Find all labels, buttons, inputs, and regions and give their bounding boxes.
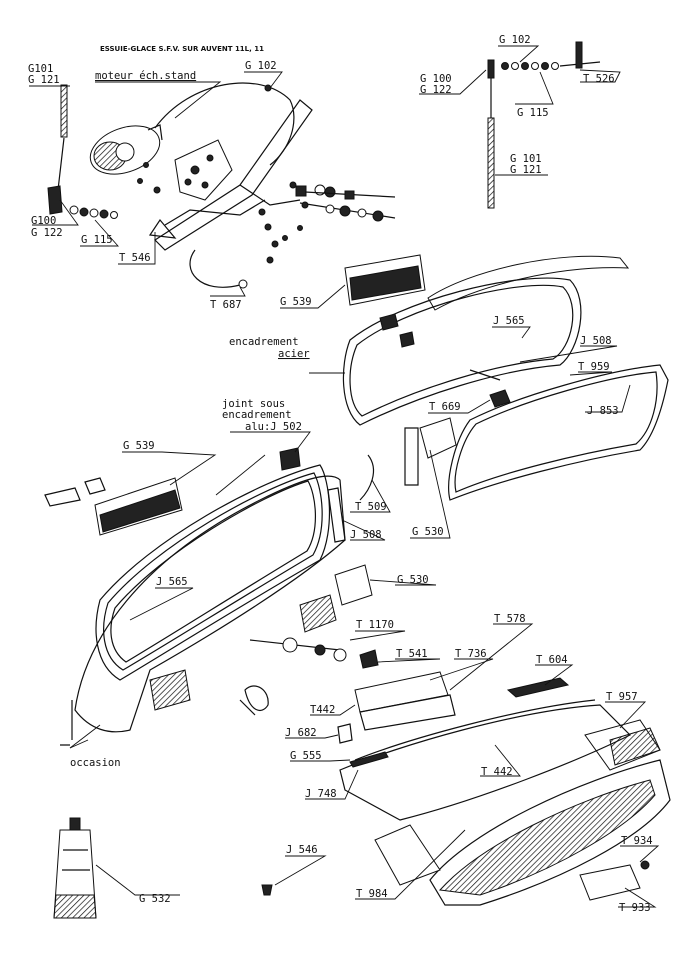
label-g539-mid: G 539	[123, 440, 155, 452]
label-t526: T 526	[583, 73, 615, 85]
label-g539-top: G 539	[280, 296, 312, 308]
label-t541: T 541	[396, 648, 428, 660]
label-g115-l: G 115	[81, 234, 113, 246]
motor-bracket	[174, 139, 233, 201]
label-g102-top: G 102	[245, 60, 277, 72]
label-t442-a: T442	[310, 704, 335, 716]
label-j565-mid: J 565	[156, 576, 188, 588]
motor-cable	[154, 82, 295, 166]
label-j565-top: J 565	[493, 315, 525, 327]
label-j682: J 682	[285, 727, 317, 739]
label-encadrement-1: encadrement	[229, 336, 299, 348]
label-t957: T 957	[606, 691, 638, 703]
label-t1170: T 1170	[356, 619, 394, 631]
wiper-arm-left	[60, 84, 68, 138]
label-g530-mid: G 530	[397, 574, 429, 586]
mirror-g530-right	[419, 417, 457, 459]
label-j546: J 546	[286, 844, 318, 856]
steel-windscreen-group	[280, 254, 669, 539]
label-g122-bl: G 122	[31, 227, 63, 239]
label-j853: J 853	[587, 405, 619, 417]
label-g100-tr: G 100	[420, 73, 452, 85]
screws-small	[137, 162, 303, 264]
label-encadrement-2: acier	[278, 348, 310, 360]
label-joint-3: alu:J 502	[245, 421, 302, 433]
label-g122-tr: G 122	[420, 84, 452, 96]
label-t959: T 959	[578, 361, 610, 373]
label-moteur: moteur éch.stand	[95, 70, 196, 82]
label-t934: T 934	[621, 835, 653, 847]
spindle-parts	[295, 184, 396, 222]
label-j748: J 748	[305, 788, 337, 800]
label-j508-mid: J 508	[350, 529, 382, 541]
wiper-arm-right-group	[419, 41, 621, 209]
pad-t604	[506, 677, 570, 698]
label-g100-bl: G100	[31, 215, 56, 227]
label-g101-tl: G101	[28, 63, 53, 75]
washers-g115-right	[501, 62, 559, 70]
cable-t687	[189, 249, 241, 288]
label-t442-b: T 442	[481, 766, 513, 778]
label-t687: T 687	[210, 299, 242, 311]
label-g121-r: G 121	[510, 164, 542, 176]
clip-j546	[261, 855, 327, 896]
alu-panel-outer	[74, 475, 346, 733]
label-g102-tr: G 102	[499, 34, 531, 46]
tube-g532	[53, 817, 180, 919]
label-g115-tr: G 115	[517, 107, 549, 119]
label-t933: T 933	[619, 902, 651, 914]
roof-panel-top	[427, 255, 630, 311]
label-t509: T 509	[355, 501, 387, 513]
diagram-title: ESSUIE-GLACE S.F.V. SUR AUVENT 11L, 11	[100, 45, 264, 53]
label-g530-r: G 530	[412, 526, 444, 538]
dashboard-panel	[339, 704, 632, 821]
alu-windscreen-group	[44, 431, 437, 733]
label-g121-tl: G 121	[28, 74, 60, 86]
ashtray-t736	[354, 671, 449, 713]
label-joint-2: encadrement	[222, 409, 292, 421]
wiper-motor-group	[29, 71, 396, 297]
label-g532: G 532	[139, 893, 171, 905]
label-t578: T 578	[494, 613, 526, 625]
label-t984: T 984	[356, 888, 388, 900]
washers-g115-left	[69, 205, 118, 219]
label-t546: T 546	[119, 252, 151, 264]
label-joint-1: joint sous	[222, 398, 285, 410]
label-g101-r: G 101	[510, 153, 542, 165]
bracket-t984	[374, 824, 441, 886]
occasion-group	[60, 700, 101, 749]
label-g555: G 555	[290, 750, 322, 762]
mirror-g530-mid	[334, 564, 373, 606]
steel-frame	[342, 277, 582, 426]
dashboard-group	[285, 623, 671, 908]
dashboard-lower	[429, 759, 671, 906]
label-j508-r: J 508	[580, 335, 612, 347]
label-t604: T 604	[536, 654, 568, 666]
label-t736: T 736	[455, 648, 487, 660]
wiper-blade-right	[487, 117, 495, 209]
windscreen-glass	[448, 364, 669, 501]
label-t669: T 669	[429, 401, 461, 413]
label-occasion: occasion	[70, 757, 121, 769]
